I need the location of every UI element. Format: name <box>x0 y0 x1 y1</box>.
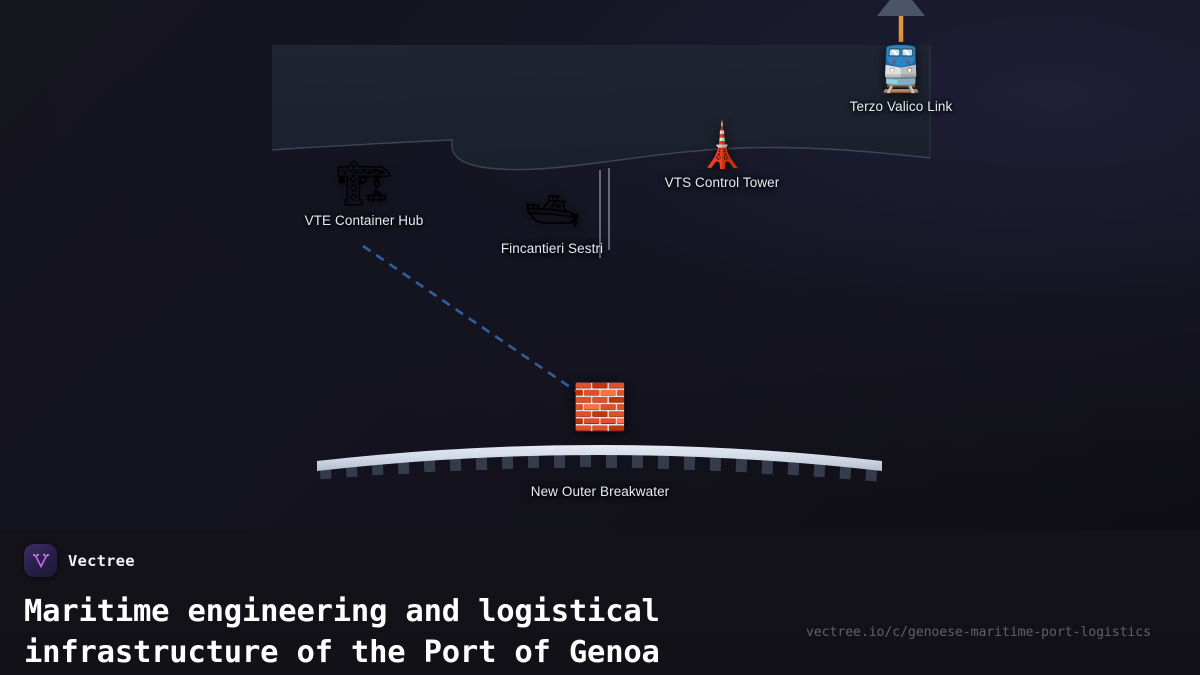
breakwater-structure <box>317 445 882 482</box>
map-marker-terzo-valico-link[interactable]: 🚆 Terzo Valico Link <box>781 48 1021 116</box>
rail-corridor-arrow <box>877 0 925 42</box>
page-title-line-1: Maritime engineering and logistical <box>24 594 660 629</box>
map-marker-label: VTE Container Hub <box>304 213 424 228</box>
source-url[interactable]: vectree.io/c/genoese-maritime-port-logis… <box>806 625 1151 640</box>
map-marker-label: New Outer Breakwater <box>530 484 670 499</box>
page-title: Maritime engineering and logistical infr… <box>24 592 814 673</box>
quay-pier-lines <box>599 168 610 258</box>
page-title-line-2: infrastructure of the Port of Genoa <box>24 634 660 670</box>
map-marker-fincantieri-sestri[interactable]: 🛥 Fincantieri Sestri <box>432 190 672 258</box>
map-marker-new-outer-breakwater[interactable]: 🧱 New Outer Breakwater <box>480 386 720 501</box>
vectree-v-logo-icon <box>24 544 57 577</box>
footer-bar: Vectree Maritime engineering and logisti… <box>0 530 1200 675</box>
passenger-ship-icon: 🛥 <box>524 186 580 237</box>
landmass-shape <box>271 45 931 171</box>
port-map[interactable]: 🚆 Terzo Valico Link 🗼 VTS Control Tower … <box>0 0 1200 530</box>
tower-icon: 🗼 <box>694 120 750 171</box>
map-marker-vts-control-tower[interactable]: 🗼 VTS Control Tower <box>602 124 842 192</box>
map-marker-label: Terzo Valico Link <box>849 99 953 114</box>
map-marker-label: VTS Control Tower <box>664 175 780 190</box>
train-icon: 🚆 <box>873 44 929 95</box>
map-vector-layer <box>271 0 931 482</box>
construction-crane-icon: 🏗 <box>336 158 392 209</box>
map-marker-vte-container-hub[interactable]: 🏗 VTE Container Hub <box>244 162 484 230</box>
brand-name: Vectree <box>68 551 135 570</box>
map-marker-label: Fincantieri Sestri <box>500 241 604 256</box>
dashed-approach-route <box>362 244 587 400</box>
brand-block[interactable]: Vectree <box>24 544 135 577</box>
brick-icon: 🧱 <box>572 382 628 433</box>
